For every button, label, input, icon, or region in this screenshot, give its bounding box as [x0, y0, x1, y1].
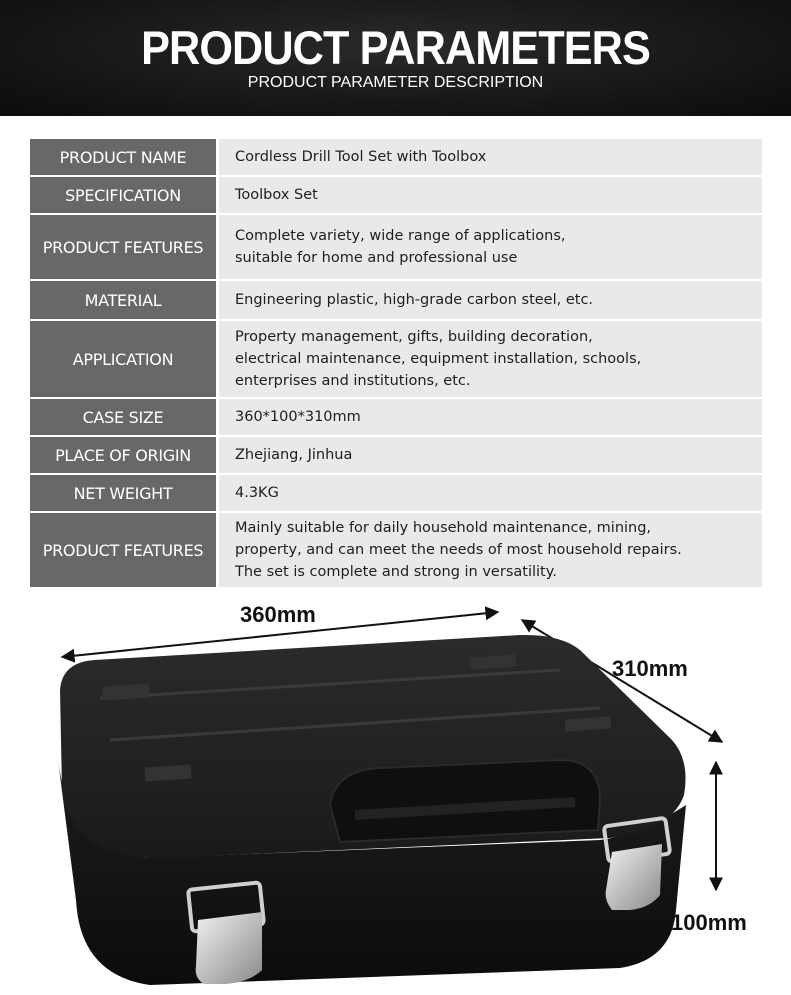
- param-value: Property management, gifts, building dec…: [219, 321, 762, 397]
- parameter-table: PRODUCT NAME Cordless Drill Tool Set with…: [30, 139, 762, 589]
- param-label: CASE SIZE: [30, 399, 219, 435]
- param-row: CASE SIZE 360*100*310mm: [30, 399, 762, 437]
- param-value-line: Toolbox Set: [235, 187, 318, 203]
- param-label: PRODUCT FEATURES: [30, 513, 219, 587]
- param-value-line: The set is complete and strong in versat…: [235, 564, 557, 580]
- param-value-line: electrical maintenance, equipment instal…: [235, 351, 642, 367]
- depth-label: 310mm: [612, 656, 688, 681]
- param-value: Zhejiang, Jinhua: [219, 437, 762, 473]
- param-value-line: Cordless Drill Tool Set with Toolbox: [235, 149, 487, 165]
- param-value: Cordless Drill Tool Set with Toolbox: [219, 139, 762, 175]
- param-value: 4.3KG: [219, 475, 762, 511]
- param-value-line: Mainly suitable for daily household main…: [235, 520, 652, 536]
- case-handle: [328, 758, 602, 844]
- param-row: PRODUCT FEATURES Mainly suitable for dail…: [30, 513, 762, 589]
- param-value: Engineering plastic, high-grade carbon s…: [219, 281, 762, 319]
- param-value-line: enterprises and institutions, etc.: [235, 373, 471, 389]
- param-value-line: Engineering plastic, high-grade carbon s…: [235, 292, 594, 308]
- length-label: 360mm: [240, 602, 316, 627]
- right-latch: [602, 816, 672, 910]
- param-value-line: 4.3KG: [235, 485, 279, 501]
- param-value: Toolbox Set: [219, 177, 762, 213]
- param-label: PLACE OF ORIGIN: [30, 437, 219, 473]
- param-value: Complete variety, wide range of applicat…: [219, 215, 762, 279]
- param-row: NET WEIGHT 4.3KG: [30, 475, 762, 513]
- param-value: Mainly suitable for daily household main…: [219, 513, 762, 587]
- param-label: SPECIFICATION: [30, 177, 219, 213]
- param-value-line: suitable for home and professional use: [235, 250, 518, 266]
- param-value-line: property, and can meet the needs of most…: [235, 542, 682, 558]
- param-label: PRODUCT NAME: [30, 139, 219, 175]
- toolbox-illustration: 360mm 310mm 100mm: [0, 590, 791, 991]
- param-label: MATERIAL: [30, 281, 219, 319]
- toolbox-diagram: [58, 606, 724, 985]
- param-label: APPLICATION: [30, 321, 219, 397]
- param-label: PRODUCT FEATURES: [30, 215, 219, 279]
- page-title: PRODUCT PARAMETERS: [141, 21, 651, 74]
- param-row: APPLICATION Property management, gifts, b…: [30, 321, 762, 399]
- param-row: PRODUCT FEATURES Complete variety, wide r…: [30, 215, 762, 281]
- param-row: MATERIAL Engineering plastic, high-grade …: [30, 281, 762, 321]
- param-value-line: Complete variety, wide range of applicat…: [235, 228, 566, 244]
- header-banner: PRODUCT PARAMETERS PRODUCT PARAMETER DES…: [0, 0, 791, 116]
- length-arrow: [60, 606, 500, 663]
- param-row: SPECIFICATION Toolbox Set: [30, 177, 762, 215]
- left-latch: [186, 880, 266, 984]
- param-value: 360*100*310mm: [219, 399, 762, 435]
- param-label: NET WEIGHT: [30, 475, 219, 511]
- page-subtitle: PRODUCT PARAMETER DESCRIPTION: [247, 74, 544, 91]
- param-value-line: Property management, gifts, building dec…: [235, 329, 593, 345]
- height-label: 100mm: [671, 910, 747, 935]
- param-row: PLACE OF ORIGIN Zhejiang, Jinhua: [30, 437, 762, 475]
- param-row: PRODUCT NAME Cordless Drill Tool Set with…: [30, 139, 762, 177]
- param-value-line: 360*100*310mm: [235, 409, 361, 425]
- param-value-line: Zhejiang, Jinhua: [235, 447, 353, 463]
